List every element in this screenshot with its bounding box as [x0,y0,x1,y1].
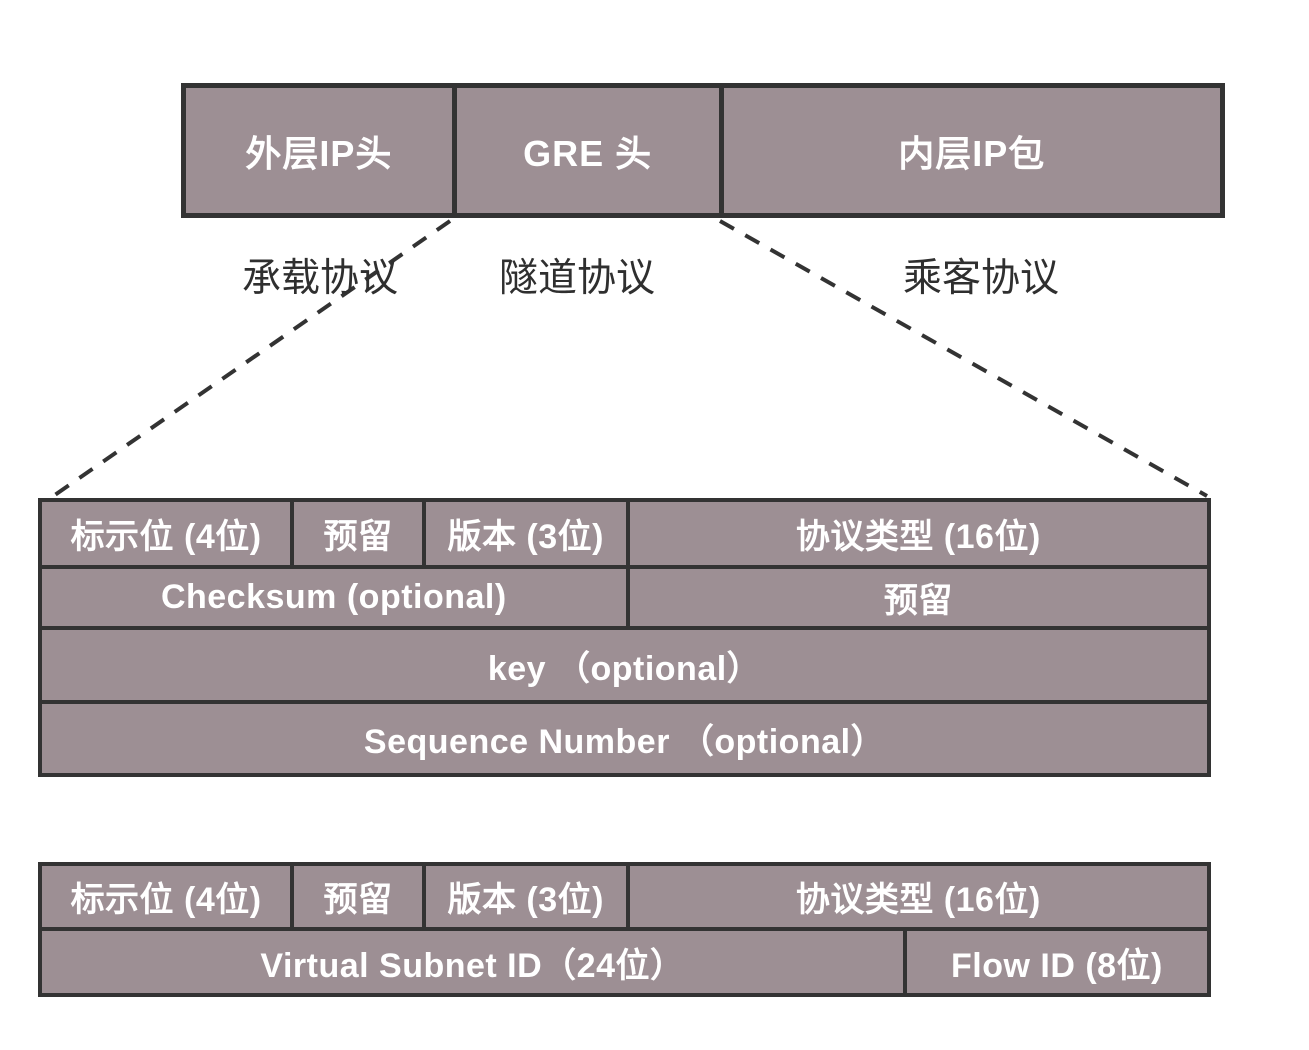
packet-structure-row: 外层IP头 GRE 头 内层IP包 [181,83,1225,218]
carrier-protocol-label: 承载协议 [242,257,399,300]
gre-header-row-1: 标示位 (4位) 预留 版本 (3位) 协议类型 (16位) [42,502,1207,565]
nvgre-header-row-2: Virtual Subnet ID（24位） Flow ID (8位) [42,927,1207,993]
nvgre-header-row-1: 标示位 (4位) 预留 版本 (3位) 协议类型 (16位) [42,866,1207,927]
inner-ip-packet-box: 内层IP包 [718,88,1220,213]
nvgre-protocol-type-field-cell: 协议类型 (16位) [625,866,1207,927]
reserved-field-cell: 预留 [290,502,422,565]
checksum-field-cell: Checksum (optional) [160,578,507,616]
nvgre-version-field-cell: 版本 (3位) [421,866,626,927]
gre-header-row-2: Checksum (optional) 预留 [42,565,1207,626]
gre-header-label: GRE 头 [523,132,653,174]
gre-header-box: GRE 头 [451,88,719,213]
nvgre-flags-field-cell: 标示位 (4位) [70,881,262,919]
version-field-cell: 版本 (3位) [421,502,626,565]
tunnel-protocol-label: 隧道协议 [499,257,656,300]
nvgre-header-table: 标示位 (4位) 预留 版本 (3位) 协议类型 (16位) Virtual S… [38,862,1211,997]
gre-header-row-4: Sequence Number （optional） [42,700,1207,773]
gre-header-row-3: key （optional） [42,626,1207,700]
nvgre-reserved-field-cell: 预留 [290,866,422,927]
gre-header-table: 标示位 (4位) 预留 版本 (3位) 协议类型 (16位) Checksum … [38,498,1211,777]
protocol-type-field-cell: 协议类型 (16位) [625,502,1207,565]
outer-ip-header-label: 外层IP头 [245,132,393,174]
inner-ip-packet-label: 内层IP包 [898,132,1046,174]
reserved2-field-cell: 预留 [625,569,1207,626]
key-field-cell: key （optional） [487,649,762,688]
sequence-number-field-cell: Sequence Number （optional） [363,723,886,761]
passenger-protocol-label: 乘客协议 [903,257,1060,300]
flags-field-cell: 标示位 (4位) [70,518,262,556]
flow-id-field-cell: Flow ID (8位) [902,931,1207,993]
virtual-subnet-id-field-cell: Virtual Subnet ID（24位） [260,946,685,985]
outer-ip-header-box: 外层IP头 [186,88,452,213]
